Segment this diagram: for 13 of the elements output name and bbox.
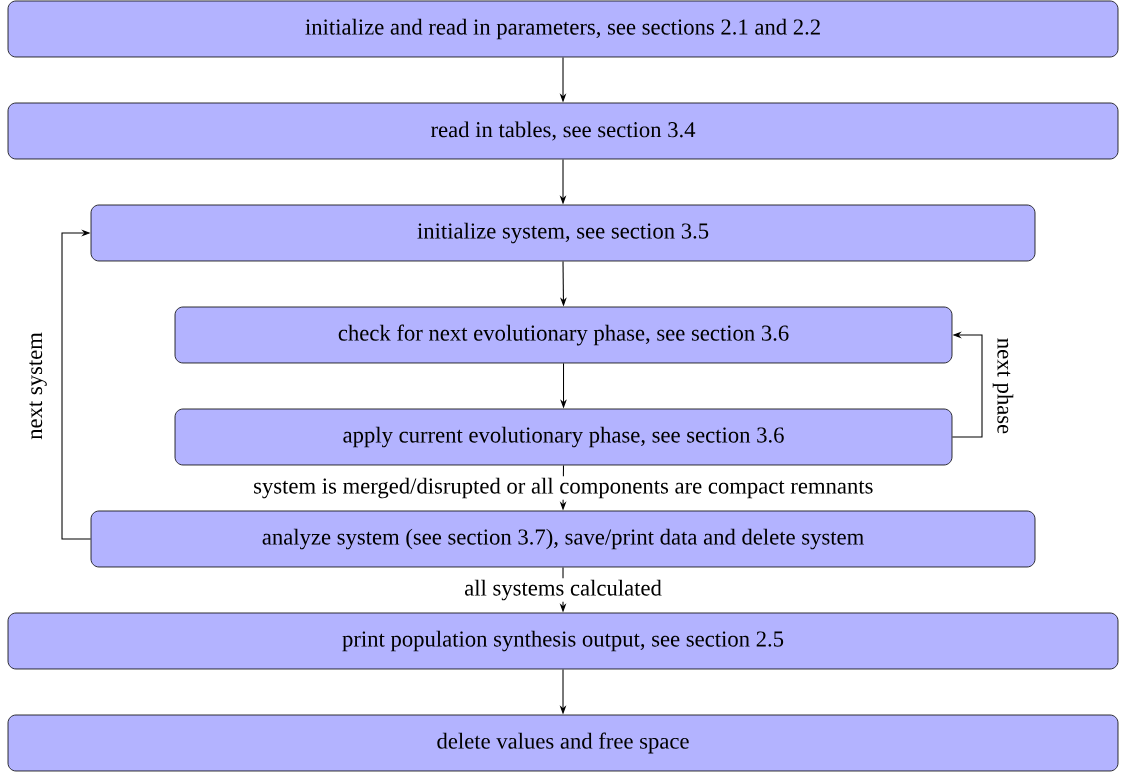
process-box: delete values and free space	[7, 714, 1119, 772]
edge-label: all systems calculated	[462, 578, 664, 602]
process-box: read in tables, see section 3.4	[7, 102, 1119, 160]
process-box: initialize and read in parameters, see sections 2.1 and 2.2	[7, 0, 1119, 58]
process-box: apply current evolutionary phase, see section 3.6	[174, 408, 953, 466]
process-box: print population synthesis output, see section 2.5	[7, 612, 1119, 670]
process-box: check for next evolutionary phase, see section 3.6	[174, 306, 953, 364]
process-box: analyze system (see section 3.7), save/print data and delete system	[90, 510, 1036, 568]
process-box: initialize system, see section 3.5	[90, 204, 1036, 262]
loop-arrow	[61, 229, 92, 540]
edge-label: next phase	[992, 338, 1014, 434]
edge-label: next system	[29, 332, 47, 440]
edge-label: system is merged/disrupted or all components are compact remnants	[251, 476, 875, 500]
